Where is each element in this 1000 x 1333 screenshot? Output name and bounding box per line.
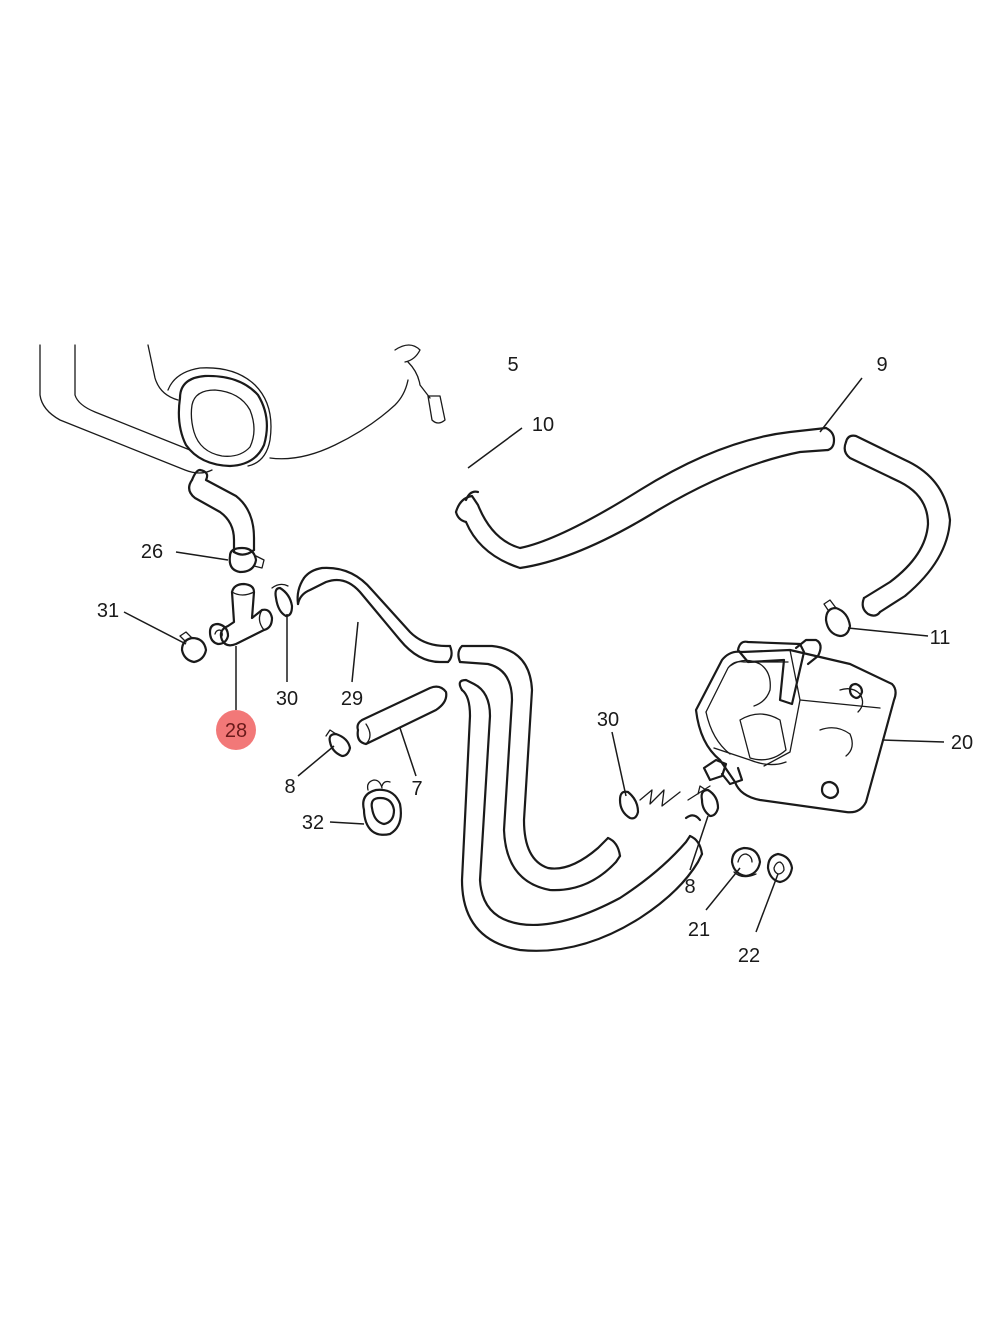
hose-29 — [296, 566, 453, 664]
fuel-pump-20 — [694, 638, 897, 814]
part-label-20: 20 — [951, 732, 973, 754]
clamp-11 — [823, 599, 852, 638]
part-labels: 5 9 10 26 31 30 29 28 8 7 32 11 20 30 8 … — [97, 354, 973, 967]
clamp-31 — [179, 631, 208, 664]
part-label-10: 10 — [532, 414, 554, 436]
fuel-tank-outline — [39, 344, 446, 474]
clip-30-left — [271, 583, 294, 618]
part-label-11: 11 — [930, 627, 951, 649]
u-hose-outer — [458, 678, 704, 952]
part-label-31: 31 — [97, 600, 119, 622]
clip-8-left — [325, 729, 352, 758]
part-label-30-left: 30 — [276, 688, 298, 710]
clamp-26 — [228, 546, 265, 574]
part-label-22: 22 — [738, 945, 760, 967]
part-label-32: 32 — [302, 812, 324, 834]
part-label-30-right: 30 — [597, 709, 619, 731]
u-hose-long — [457, 644, 622, 892]
part-label-21: 21 — [688, 919, 710, 941]
clip-8-right — [697, 785, 720, 818]
part-label-28: 28 — [225, 720, 247, 742]
part-label-9: 9 — [876, 354, 887, 376]
part-label-29: 29 — [341, 688, 363, 710]
leader-lines — [123, 377, 945, 933]
hose-7 — [356, 685, 448, 746]
elbow-hose-upper — [188, 468, 256, 556]
part-label-26: 26 — [141, 541, 163, 563]
part-label-8-right: 8 — [684, 876, 695, 898]
part-label-5: 5 — [507, 354, 518, 376]
clip-30-right — [618, 785, 711, 820]
t-fitting-28 — [208, 582, 274, 647]
part-label-8-left: 8 — [284, 776, 295, 798]
hose-9 — [454, 426, 952, 617]
washer-22 — [766, 852, 794, 884]
highlight-marker-28 — [216, 710, 256, 750]
clamp-32 — [362, 779, 402, 836]
part-label-7: 7 — [411, 778, 422, 800]
